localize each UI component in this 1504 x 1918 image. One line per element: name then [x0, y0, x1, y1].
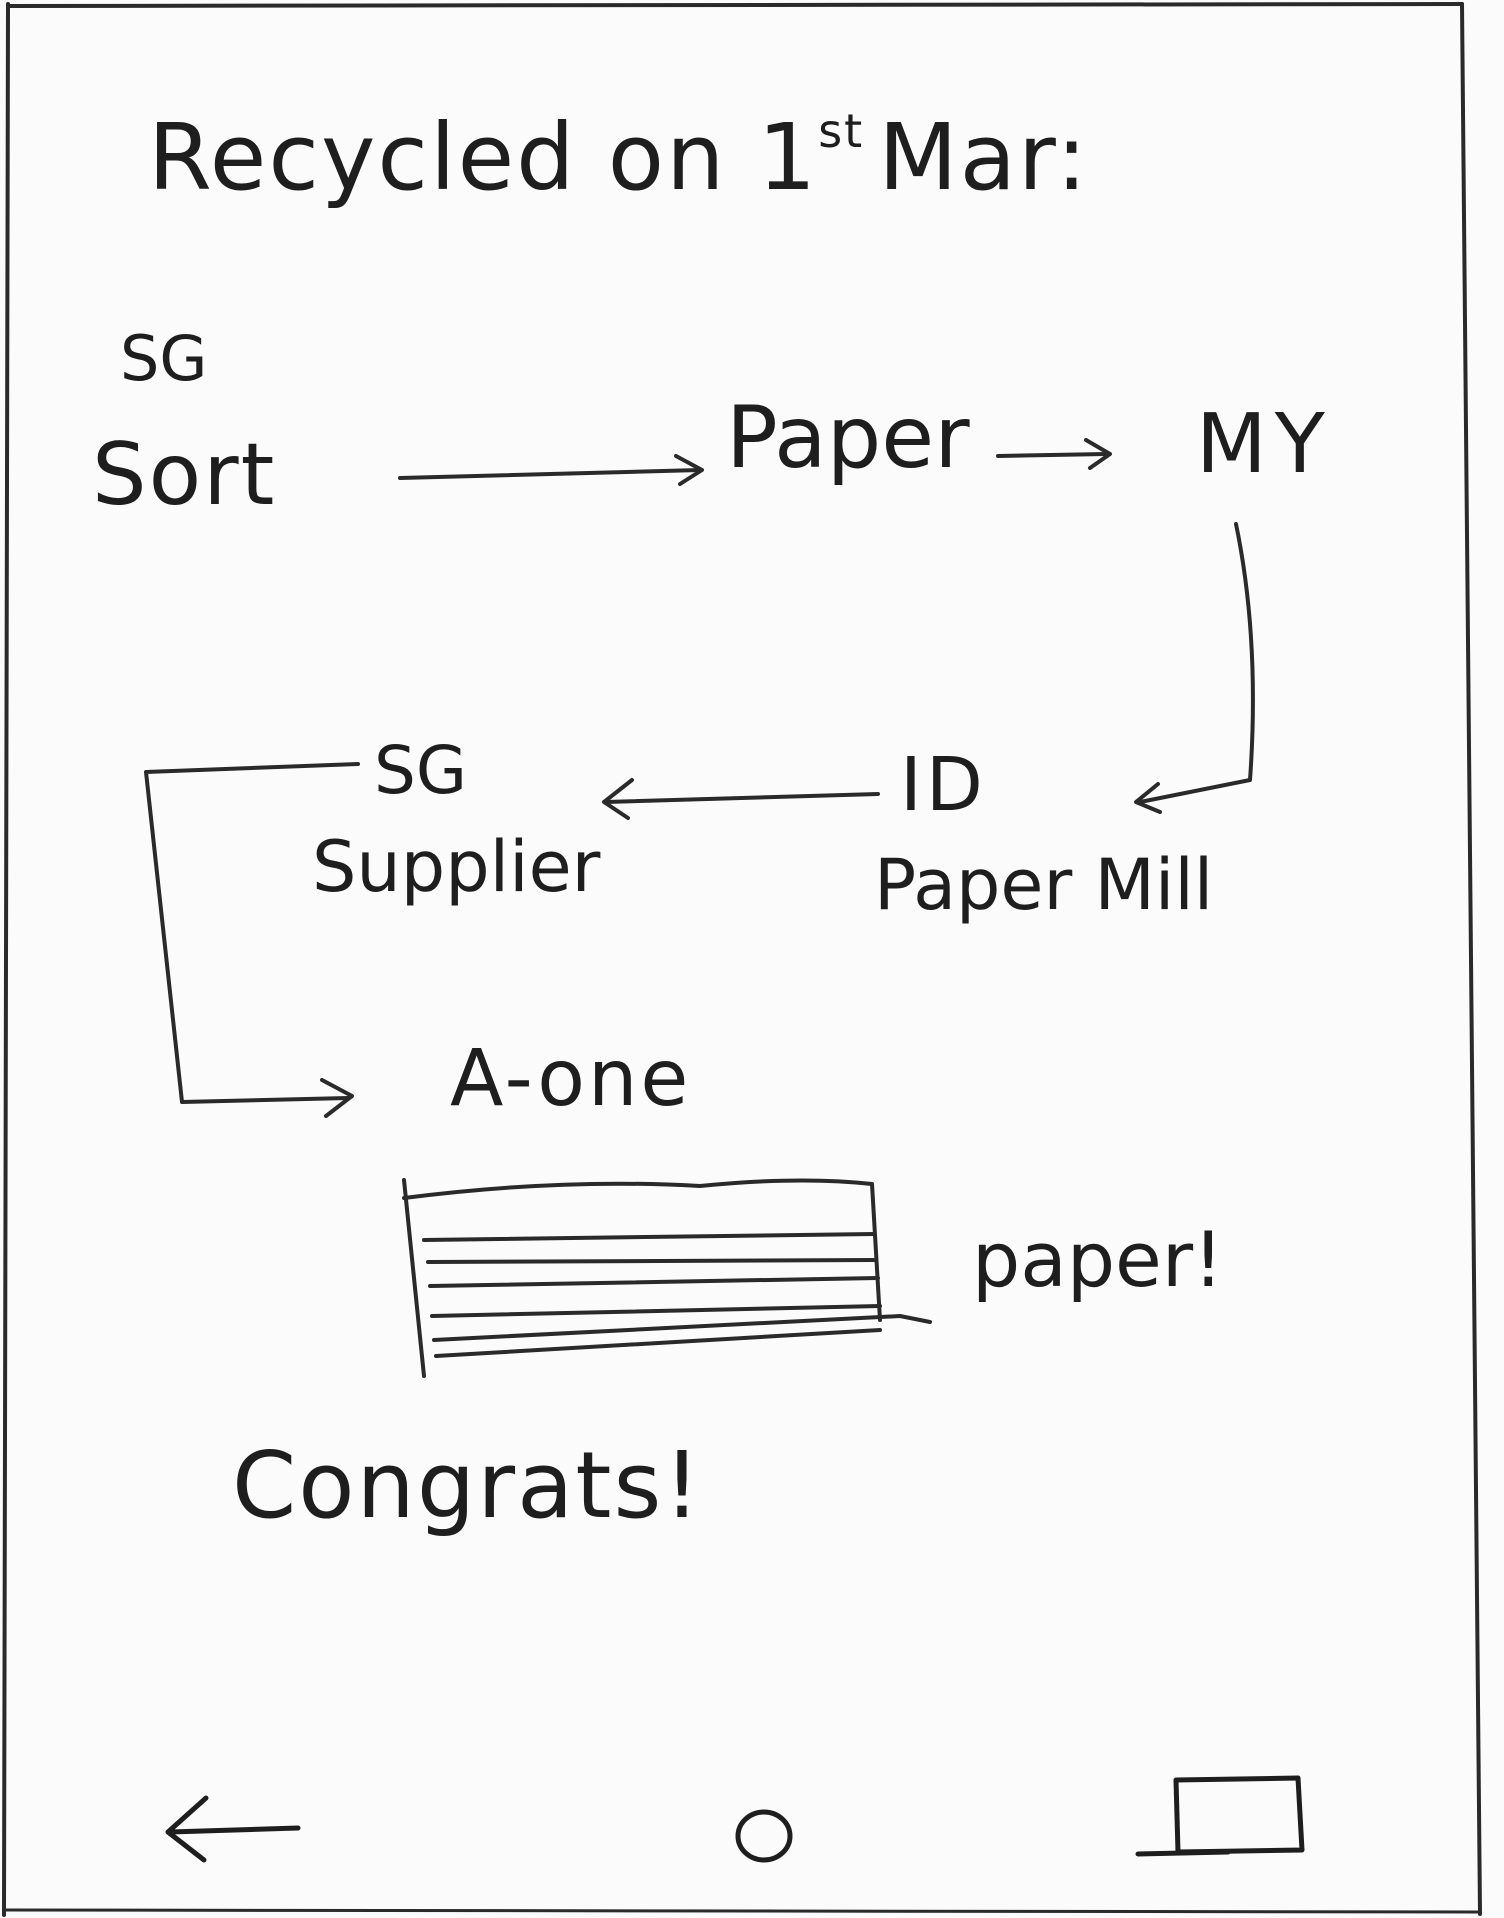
my-step-label: MY: [1196, 397, 1333, 492]
connector-my-to-mill: [1138, 522, 1255, 804]
home-button[interactable]: [714, 1784, 814, 1884]
mill-step-label: Paper Mill: [874, 844, 1214, 926]
recent-apps-button[interactable]: [1128, 1768, 1312, 1878]
arrowhead-paper-to-my: [1084, 438, 1112, 470]
sort-step-label: Sort: [92, 425, 277, 525]
phone-frame-bottom-edge: [2, 1908, 1482, 1914]
product-label: paper!: [972, 1215, 1224, 1304]
arrowhead-my-to-mill: [1134, 782, 1162, 814]
phone-frame-right-edge: [1460, 2, 1482, 1916]
arrowhead-supplier-to-aone: [320, 1078, 354, 1118]
supplier-step-label: Supplier: [312, 826, 601, 908]
home-circle-icon: [735, 1809, 793, 1863]
arrowhead-mill-to-supplier: [602, 778, 634, 820]
arrowhead-sort-to-paper: [674, 454, 704, 486]
paper-step-label: Paper: [726, 388, 970, 488]
connector-supplier-to-aone: [144, 762, 360, 1104]
aone-step-label: A-one: [450, 1034, 692, 1124]
arrow-mill-to-supplier: [604, 792, 880, 804]
title-text: Recycled on 1: [148, 104, 819, 211]
back-button[interactable]: [150, 1780, 310, 1880]
congrats-message: Congrats!: [232, 1432, 703, 1539]
phone-frame-top-edge: [6, 2, 1464, 8]
sort-region-label: SG: [120, 322, 208, 395]
phone-frame-left-edge: [2, 2, 10, 1917]
arrow-sort-to-paper: [398, 468, 702, 480]
back-arrow-icon: [165, 1795, 301, 1863]
recent-apps-icon: [1135, 1775, 1305, 1857]
title-suffix: Mar:: [878, 104, 1090, 211]
paper-ream-drawing: [402, 1178, 932, 1378]
arrow-paper-to-my: [996, 452, 1108, 458]
title-superscript: st: [818, 104, 865, 158]
mill-region-label: ID: [900, 742, 987, 828]
supplier-region-label: SG: [374, 732, 468, 809]
